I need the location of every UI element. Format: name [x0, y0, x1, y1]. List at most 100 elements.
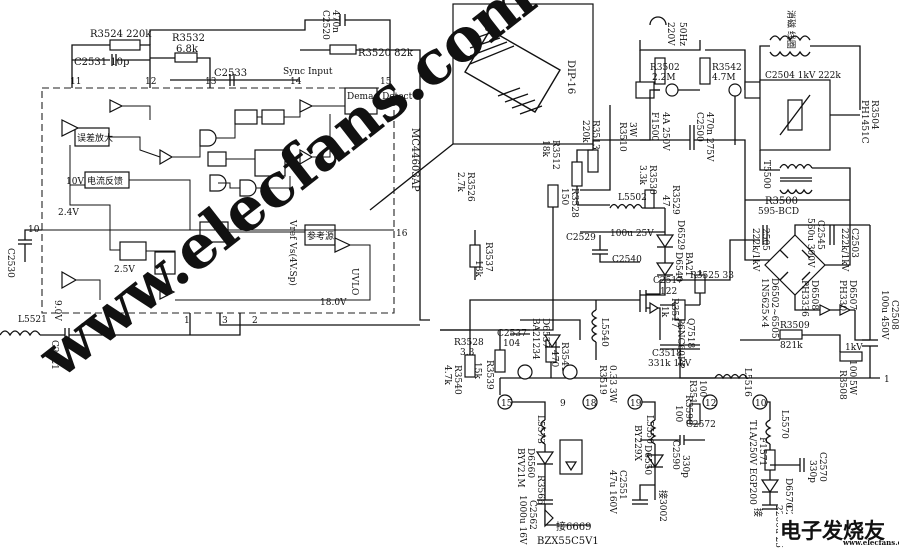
- ic-internal-logic: [42, 87, 394, 301]
- label-ac-freq: 50Hz: [677, 22, 687, 46]
- label-demag: Demag Detect: [347, 92, 413, 102]
- label-r3510-val: 3W: [627, 122, 637, 138]
- label-2v4: 2.4V: [58, 208, 79, 218]
- pin-label: 9: [560, 399, 566, 409]
- label-r3508: R3508: [837, 370, 847, 400]
- label-c2529-val: 100u 25V: [610, 229, 654, 239]
- degauss-section: [745, 35, 861, 201]
- label-10v: 10V: [66, 177, 84, 187]
- label-r3542: R3542: [712, 63, 742, 73]
- label-r3526: R3526: [465, 172, 475, 202]
- label-r3541: R3541: [559, 342, 569, 372]
- pin-label: 1: [184, 316, 190, 326]
- label-2v5: 2.5V: [114, 265, 135, 275]
- label-c2533: C2533: [214, 68, 247, 79]
- label-zener: BZX55C5V1: [537, 536, 599, 547]
- label-sync: Sync Input: [283, 67, 333, 77]
- label-c2531: C2531 10p: [74, 57, 129, 68]
- label-c2521: C2521: [49, 340, 59, 370]
- label-c2545: C2545: [815, 220, 825, 250]
- label-r3526-val: 2.7k: [455, 172, 465, 192]
- pin-label: 1: [884, 375, 890, 385]
- startup-aux-network: [419, 139, 706, 331]
- label-f1500: F1500: [649, 112, 659, 141]
- label-r3538: 15k: [472, 362, 482, 379]
- label-r3529-val: 47: [660, 195, 670, 207]
- label-ref-vs: Vref Vs(4V.Sp): [287, 219, 298, 286]
- label-to-3002: 接3002: [657, 490, 669, 522]
- label-l5550: L5550: [644, 415, 654, 444]
- pin-label: 2: [252, 316, 258, 326]
- label-f1500-val: 4A 250V: [660, 112, 670, 151]
- label-r3504-pn: PH1451C: [859, 100, 869, 144]
- label-r3517-val: 1k: [659, 306, 669, 318]
- label-r3502-val: 2.2M: [652, 73, 676, 83]
- bridge-rectifier: [740, 200, 878, 378]
- label-d6540: D6540: [673, 252, 683, 282]
- label-r3540-val: 4.7k: [442, 365, 452, 385]
- pin-label: 15: [380, 77, 392, 87]
- label-f1571: F1571: [757, 437, 767, 466]
- label-ac-in: 220V: [665, 22, 675, 46]
- label-r3510: R3510: [617, 122, 627, 152]
- label-c2551: C2551: [617, 470, 627, 500]
- label-l5573: L5573: [535, 415, 545, 444]
- label-degauss-coil: 消磁 线圈: [785, 10, 797, 49]
- label-r3528-val: 3.3: [460, 348, 475, 358]
- label-r3512: R3512: [550, 140, 560, 170]
- label-r3509: R3509: [780, 321, 810, 331]
- label-r3528b: R3528: [569, 188, 579, 218]
- label-l5502: L5502: [618, 193, 647, 203]
- label-d6507: D6507: [847, 280, 857, 310]
- label-c2570-val: 330p: [807, 460, 817, 483]
- label-error-amp: 误差放大: [77, 132, 113, 144]
- label-c2551-val: 47u 160V: [607, 470, 617, 514]
- label-c2503: C2503: [849, 228, 859, 258]
- label-r3513-val: 220k: [580, 120, 590, 143]
- label-d6550-pn: BY229X: [632, 425, 642, 462]
- label-c2520-val: 470n: [330, 10, 340, 33]
- top-feedback-wiring: [71, 14, 421, 170]
- label-d6502-pn: 1N5625×4: [759, 278, 769, 328]
- label-c2529: C2529: [566, 233, 596, 243]
- label-current-sense: 电流反馈: [87, 175, 123, 187]
- label-c2508: C2508: [889, 300, 899, 330]
- label-r3509-val: 821k: [780, 341, 803, 351]
- pin-numbers: 11 12 13 14 15 10 16 1 2 3 9 15 18 19 12…: [28, 77, 890, 409]
- label-r3500: R3500: [765, 196, 798, 207]
- label-ic-name: MC44603AP: [409, 128, 420, 192]
- label-to-b: 接: [752, 508, 764, 517]
- logo-url: www.elecfans.com: [842, 538, 899, 547]
- label-r3528b-val: 150: [559, 188, 569, 205]
- ic-mc44603-block: [41, 87, 395, 314]
- label-r3537-val: 18k: [473, 260, 483, 277]
- label-r3519: R3519: [597, 365, 607, 395]
- label-d6560-pn: BYV21M: [515, 448, 525, 488]
- label-c2500-val: 470n 275V: [704, 112, 714, 162]
- label-r3542-val: 4.7M: [712, 73, 736, 83]
- label-c2540: C2540: [612, 255, 642, 265]
- output-rails: [512, 401, 805, 528]
- label-l5521: L5521: [18, 315, 47, 325]
- label-d6529: D6529: [675, 220, 685, 250]
- label-r3532: R3532: [172, 33, 205, 44]
- label-c2545-val: 560u 300V: [805, 218, 815, 268]
- label-c3518-val: 331k 1kV: [648, 359, 692, 369]
- label-r3507: 1kV: [845, 343, 863, 353]
- label-ref: 参考源: [307, 230, 334, 242]
- label-r3530-val: 3.3k: [637, 165, 647, 185]
- label-c2508-val: 100u 450V: [879, 290, 889, 340]
- label-c2504: C2504 1kV 222k: [765, 71, 841, 81]
- label-c2517-val: 122: [660, 287, 677, 297]
- label-r3541-val: 470: [549, 350, 559, 367]
- label-d6537-pn: BA21234: [530, 318, 540, 360]
- label-c2500: C2500: [694, 112, 704, 142]
- label-c2562: C2562: [527, 500, 537, 530]
- label-d6508: D6508: [809, 280, 819, 310]
- label-r3517: R3517: [669, 298, 679, 328]
- pin-label: 15: [501, 399, 513, 409]
- label-l5540: L5540: [599, 318, 609, 347]
- label-l5516: L5516: [742, 368, 752, 397]
- label-c2503-val: 222k/1kV: [839, 228, 849, 272]
